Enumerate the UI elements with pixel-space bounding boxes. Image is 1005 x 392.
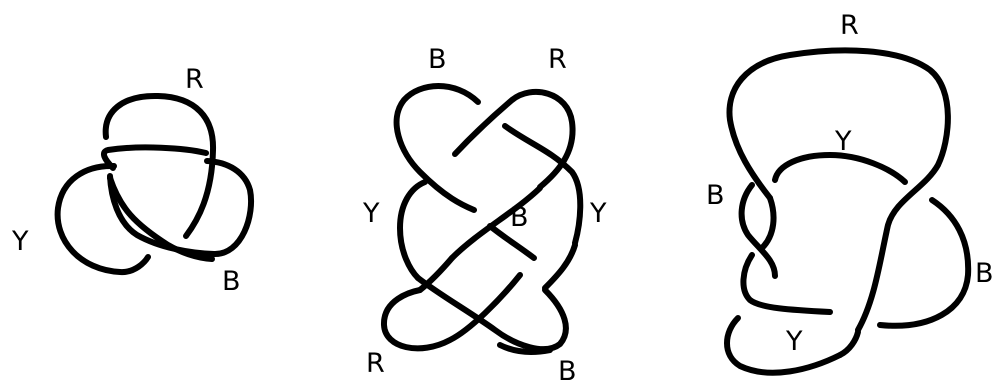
- irregular-label-y-bottom: Y: [785, 326, 803, 357]
- braided-label-b-bottom: B: [558, 356, 577, 387]
- braided-label-y-right: Y: [589, 198, 607, 229]
- irregular-knot-strand: [727, 318, 840, 373]
- irregular-knot-strand: [729, 50, 947, 330]
- braided-knot-strand: [545, 245, 575, 288]
- braided-knot-strand: [418, 278, 566, 349]
- irregular-label-b-left: B: [706, 180, 725, 211]
- irregular-label-r: R: [840, 10, 859, 41]
- braided-label-y-left: Y: [362, 198, 380, 229]
- irregular-knot-strand: [840, 332, 858, 355]
- irregular-label-b-right: B: [975, 258, 994, 289]
- braided-knot-strand: [400, 182, 425, 278]
- braided-label-r-bottom: R: [366, 348, 385, 379]
- braided-label-r-top: R: [548, 44, 567, 75]
- irregular-label-y-top: Y: [834, 126, 852, 157]
- braided-label-b-top: B: [428, 44, 447, 75]
- trefoil-label-r: R: [185, 64, 204, 95]
- irregular-knot-strand: [775, 155, 905, 182]
- trefoil-knot-diagram: R Y B: [11, 64, 251, 297]
- trefoil-strand: [110, 161, 251, 254]
- irregular-knot-diagram: R Y B B Y: [706, 10, 994, 373]
- braided-knot-strand: [455, 92, 573, 187]
- irregular-knot-strand: [762, 198, 774, 248]
- trefoil-strand: [104, 147, 206, 168]
- trefoil-label-y: Y: [11, 226, 29, 257]
- trefoil-label-b: B: [222, 266, 241, 297]
- braided-label-b-middle: B: [510, 202, 529, 233]
- braided-knot-strand: [384, 275, 520, 348]
- irregular-knot-strand: [743, 255, 830, 312]
- braided-knot-diagram: B R Y B Y R B: [362, 44, 607, 387]
